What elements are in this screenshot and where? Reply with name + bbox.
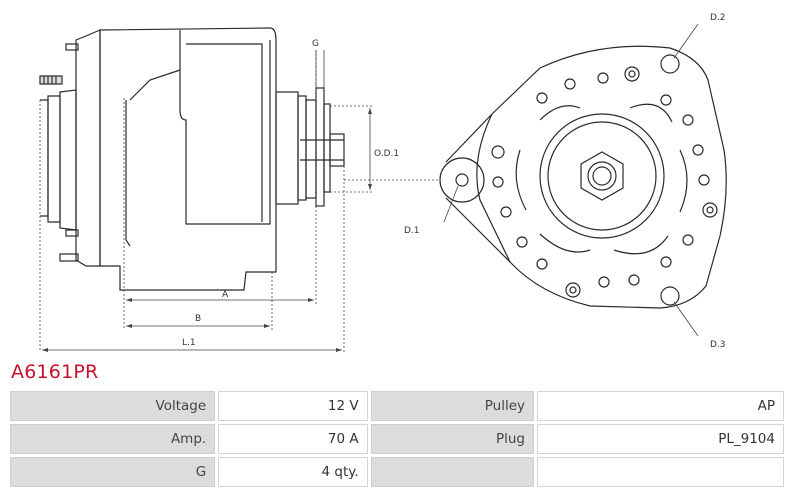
dimension-lines — [39, 50, 440, 352]
technical-drawing: G O.D.1 A B L.1 D.1 D.2 D.3 — [39, 13, 727, 352]
spec-key: Plug — [370, 424, 534, 454]
spec-key: Amp. — [10, 424, 216, 454]
spec-value: AP — [537, 391, 784, 421]
spec-value: PL_9104 — [537, 424, 784, 454]
arrow-heads — [42, 108, 372, 352]
label-g: G — [312, 39, 319, 49]
label-b: B — [195, 314, 201, 324]
spec-value: 70 A — [218, 424, 368, 454]
spec-value: 12 V — [218, 391, 368, 421]
label-a: A — [222, 290, 229, 300]
label-d2: D.2 — [710, 13, 726, 23]
spec-key: G — [10, 457, 216, 487]
side-view — [39, 27, 345, 291]
part-number-title: A6161PR — [11, 361, 99, 383]
alternator-diagram: G O.D.1 A B L.1 D.1 D.2 D.3 — [39, 13, 727, 352]
dimension-arrows — [42, 23, 699, 351]
label-d1: D.1 — [404, 226, 420, 236]
front-view — [439, 45, 727, 309]
label-d3: D.3 — [710, 340, 726, 350]
spec-row: Voltage 12 V Pulley AP — [10, 391, 784, 421]
spec-row: Amp. 70 A Plug PL_9104 — [10, 424, 784, 454]
spec-key: Voltage — [10, 391, 216, 421]
specifications-table: Voltage 12 V Pulley AP Amp. 70 A Plug PL… — [7, 388, 787, 490]
spec-value: 4 qty. — [218, 457, 368, 487]
spec-key: Pulley — [370, 391, 534, 421]
spec-row: G 4 qty. — [10, 457, 784, 487]
spec-key — [370, 457, 534, 487]
label-od1: O.D.1 — [374, 149, 399, 159]
label-l1: L.1 — [182, 338, 196, 348]
spec-value — [537, 457, 784, 487]
